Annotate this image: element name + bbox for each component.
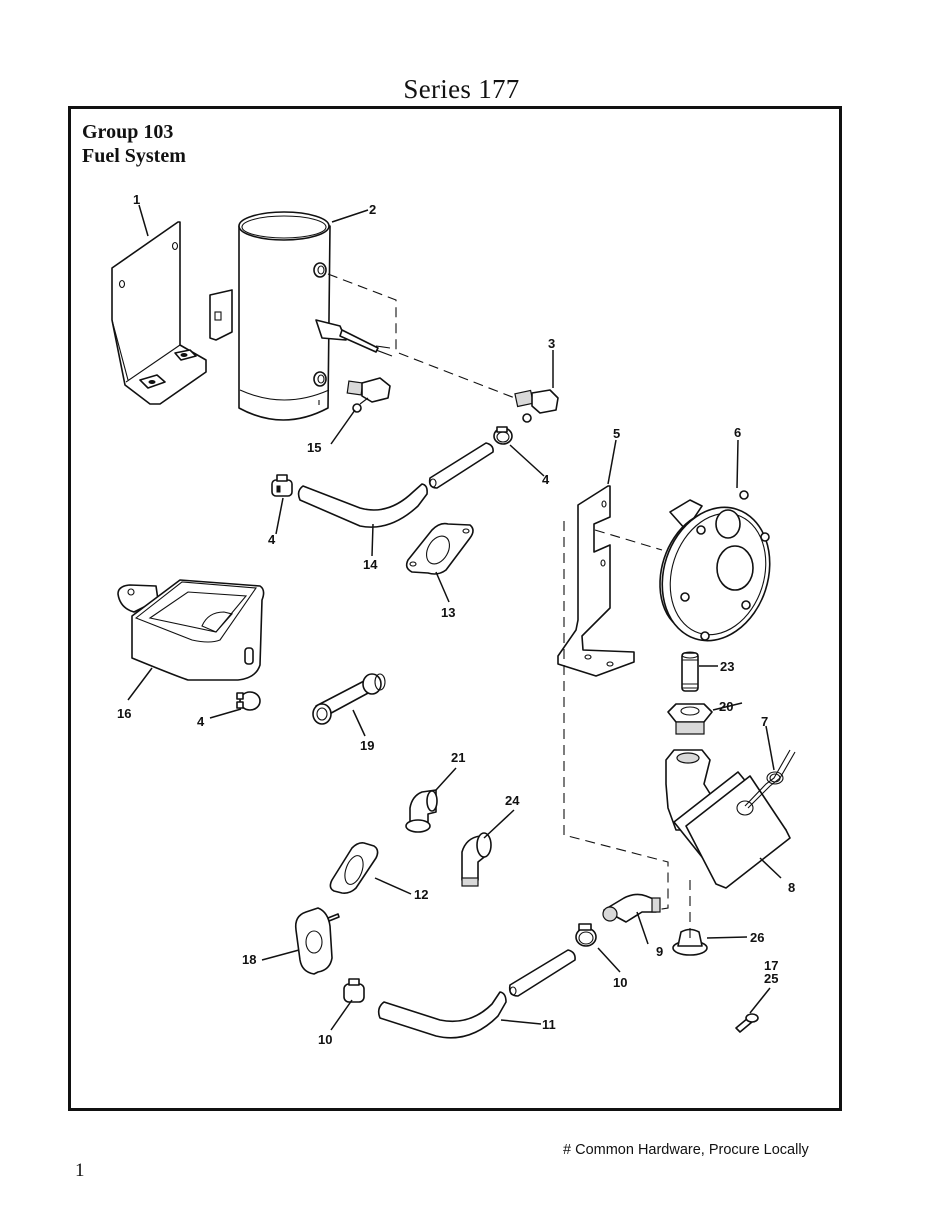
callout-11: 11: [542, 1017, 556, 1032]
part-4-hose-clamp-lower: [236, 691, 261, 711]
part-18-mounting-plate: [294, 907, 340, 975]
callout-9: 9: [656, 944, 663, 959]
callout-10-upper: 10: [613, 975, 627, 990]
hose-segment-lower: [508, 949, 576, 997]
part-9-elbow-fitting: [602, 893, 661, 923]
part-4-hose-clamp-left: [271, 474, 293, 497]
part-20-reducer-bushing: [667, 703, 713, 735]
callout-6: 6: [734, 425, 741, 440]
callout-12: 12: [414, 887, 428, 902]
callout-24: 24: [505, 793, 520, 808]
part-5-regulator-bracket: [557, 485, 635, 677]
callout-26: 26: [750, 930, 764, 945]
callout-19: 19: [360, 738, 374, 753]
part-12-gasket: [329, 842, 379, 894]
part-14-fuel-hose: [297, 483, 428, 528]
part-13-gasket: [405, 522, 474, 575]
part-24-street-elbow: [461, 832, 492, 887]
callout-3: 3: [548, 336, 555, 351]
assembly-line: [327, 273, 521, 401]
callout-23: 23: [720, 659, 734, 674]
part-6-fuel-regulator: [659, 490, 771, 642]
callout-16: 16: [117, 706, 131, 721]
part-1-bracket: [111, 221, 207, 405]
part-21-elbow: [405, 789, 438, 833]
part-10-hose-clamp-upper: [575, 923, 597, 947]
callout-13: 13: [441, 605, 455, 620]
series-title-text: Series 177: [403, 74, 520, 104]
part-8-solenoid-valve: [665, 749, 791, 889]
part-2-filter-canister: [209, 211, 393, 421]
callout-18: 18: [242, 952, 256, 967]
callout-14: 14: [363, 557, 378, 572]
callout-5: 5: [613, 426, 620, 441]
footnote: # Common Hardware, Procure Locally: [563, 1142, 809, 1158]
assembly-line: [563, 521, 669, 911]
part-15-elbow-fitting: [346, 377, 391, 413]
part-10-hose-clamp-lower: [343, 978, 365, 1003]
part-4-hose-clamp-upper: [493, 426, 513, 445]
part-19-hose-nipple: [312, 673, 386, 725]
callout-20: 20: [719, 699, 733, 714]
callout-4-lower: 4: [197, 714, 205, 729]
leader-lines: [127, 204, 782, 1031]
part-11-fuel-hose: [377, 991, 507, 1039]
callout-1: 1: [133, 192, 140, 207]
part-7-wire-leads: [744, 749, 796, 809]
part-23-pipe-nipple: [681, 651, 699, 692]
callout-2: 2: [369, 202, 376, 217]
series-title: Series 177: [0, 74, 951, 105]
callout-8: 8: [788, 880, 795, 895]
part-16-fuel-tray: [117, 579, 265, 681]
callout-25: 25: [764, 971, 778, 986]
callout-10-lower: 10: [318, 1032, 332, 1047]
group-subtitle: Fuel System: [82, 145, 186, 167]
callouts: 1 2 3 4 4 4 5 6 7 8 9 10 10 11 12 13 14 …: [117, 192, 795, 1047]
assembly-line: [594, 529, 663, 551]
part-3-elbow-fitting: [514, 389, 559, 423]
page-number: 1: [75, 1160, 85, 1181]
callout-7: 7: [761, 714, 768, 729]
group-heading: Group 103 Fuel System: [82, 120, 186, 168]
callout-15: 15: [307, 440, 321, 455]
callout-21: 21: [451, 750, 465, 765]
part-25-ring-terminal: [735, 1013, 759, 1033]
diagram-frame: [68, 106, 842, 1111]
callout-17: 17: [764, 958, 778, 973]
group-title: Group 103: [82, 121, 174, 143]
hose-segment: [428, 442, 494, 489]
callout-4-left: 4: [268, 532, 276, 547]
callout-4-upper: 4: [542, 472, 550, 487]
